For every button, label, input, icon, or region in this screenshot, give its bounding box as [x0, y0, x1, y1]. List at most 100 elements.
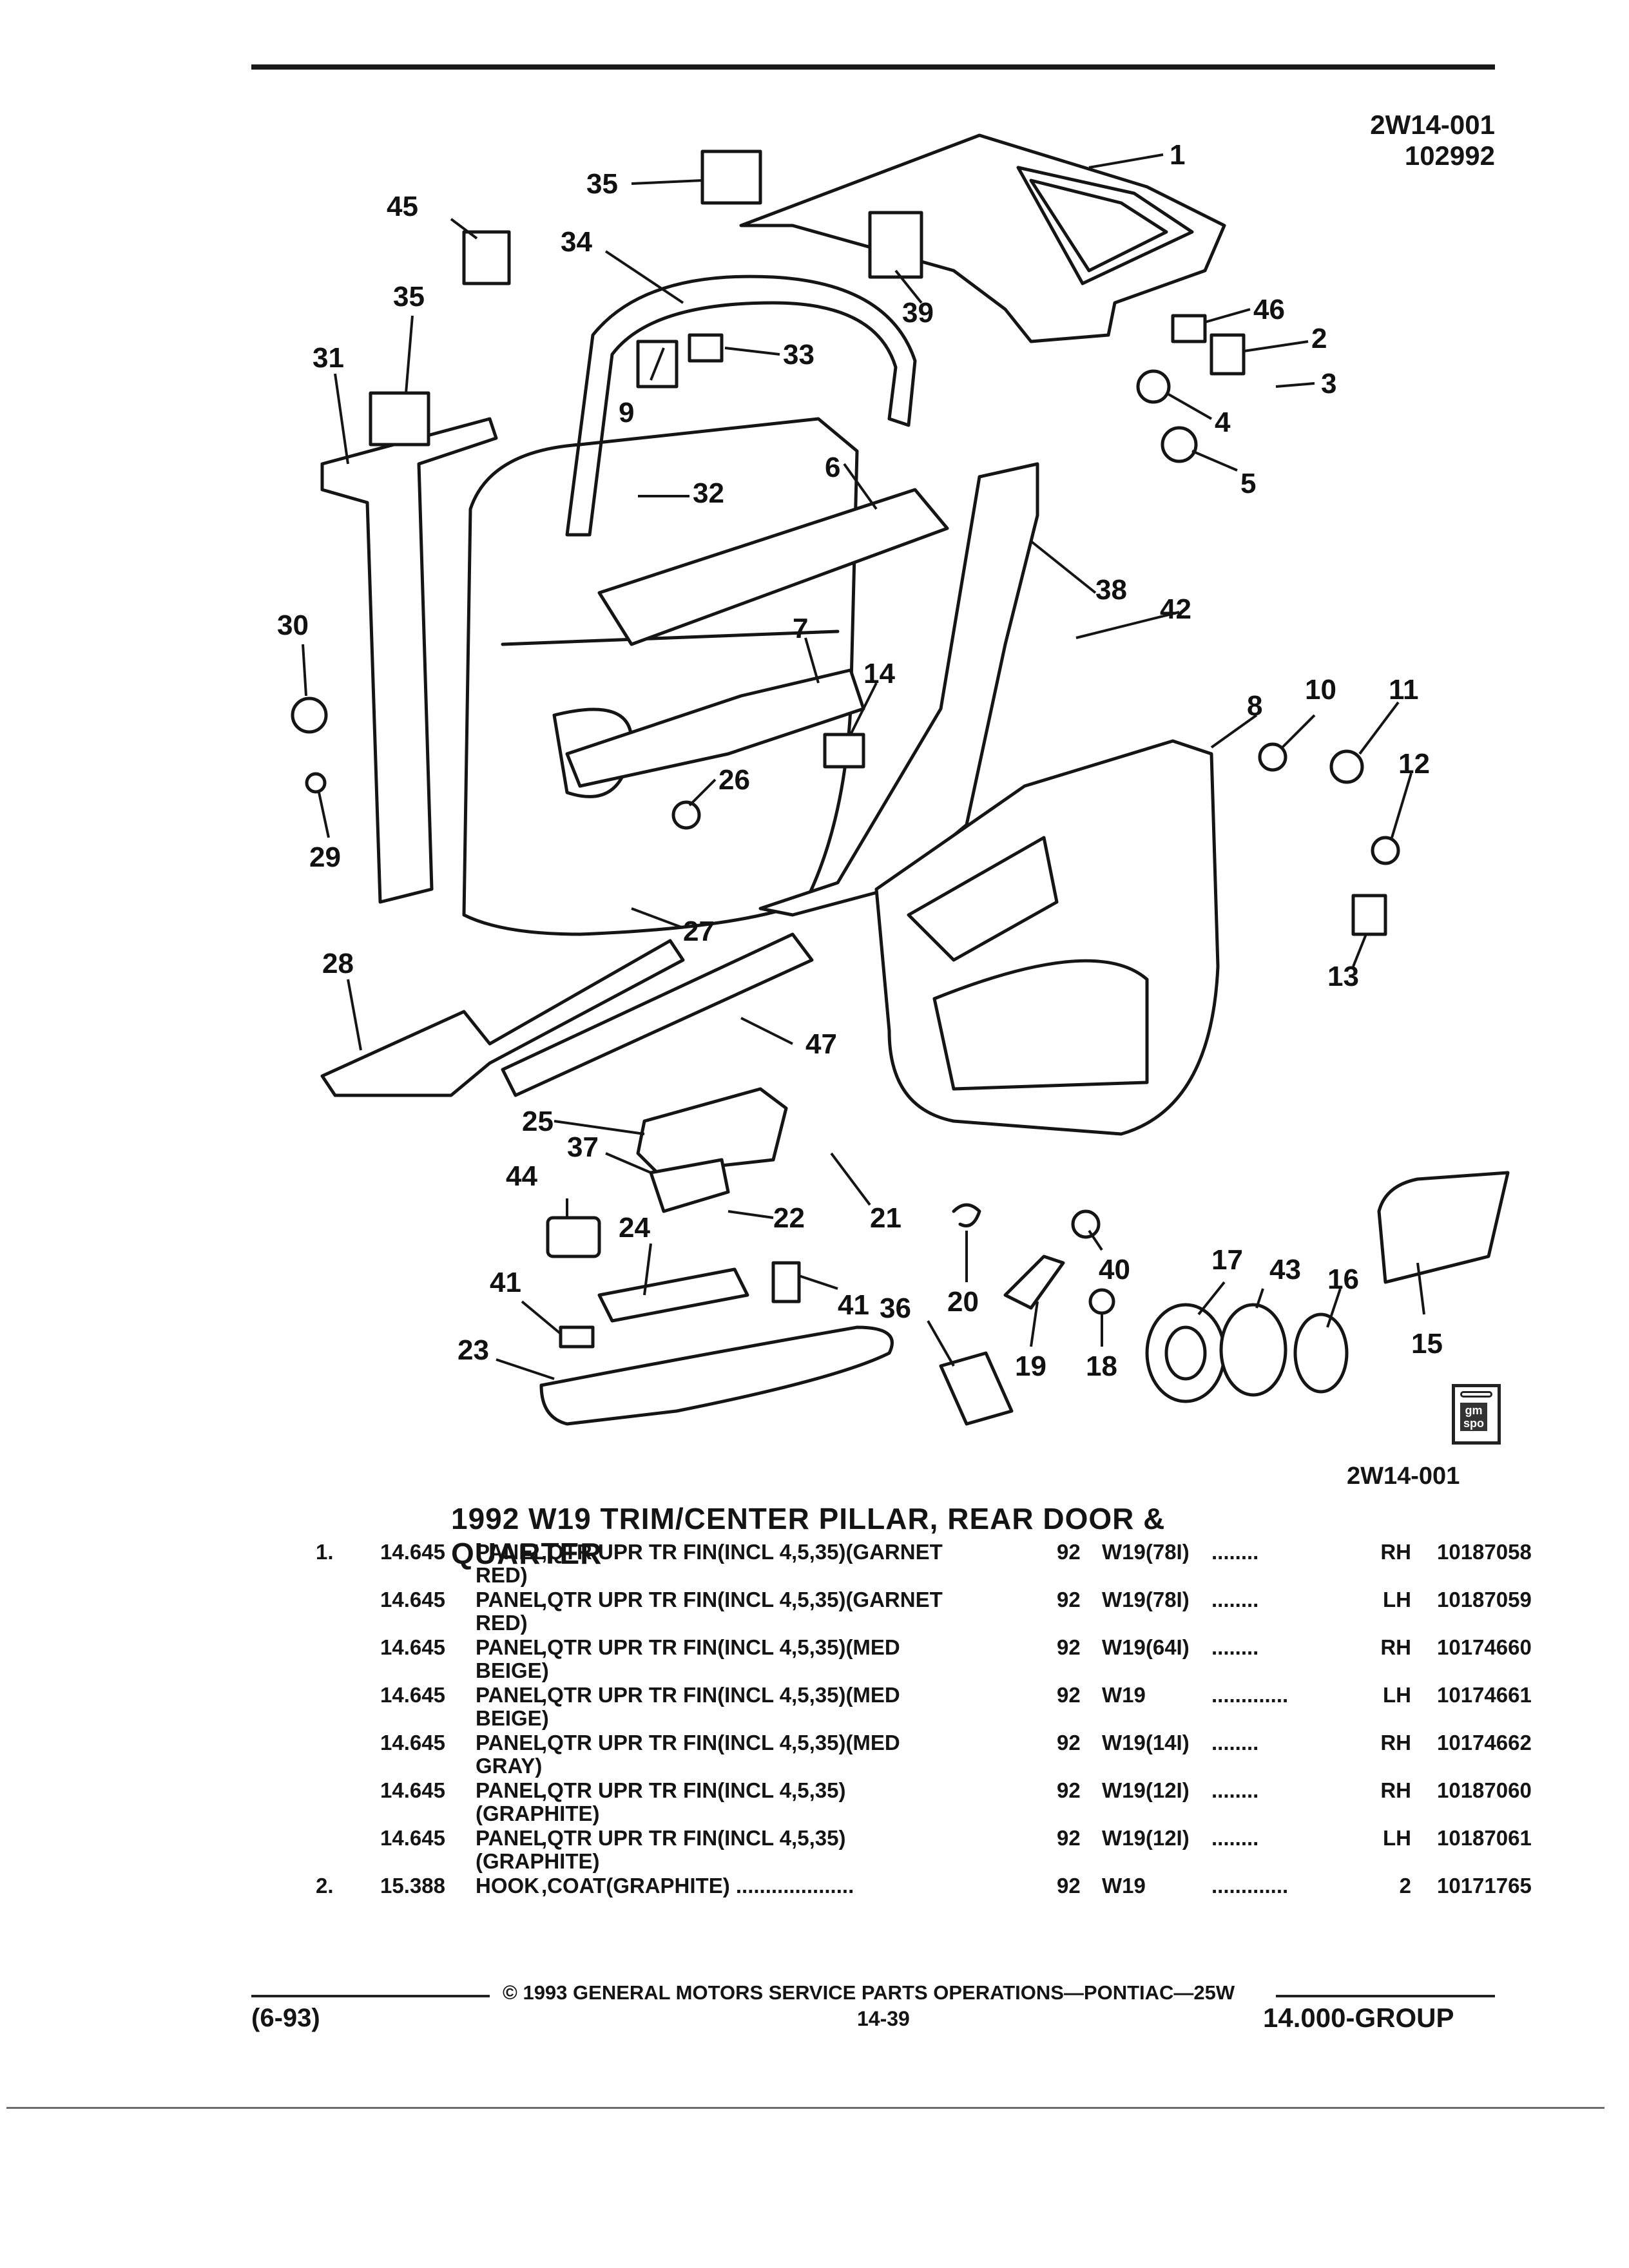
callout-13: 13	[1327, 961, 1359, 992]
part-description-cont: RED)	[476, 1611, 528, 1635]
leader-dots: .............	[1211, 1874, 1289, 1898]
callout-31: 31	[313, 342, 344, 374]
leader-dots: ........	[1211, 1588, 1259, 1611]
group-number: 14.645	[380, 1826, 445, 1850]
callout-9: 9	[619, 397, 634, 428]
parts-row: 14.645 PANEL ,QTR UPR TR FIN(INCL 4,5,35…	[303, 1683, 1532, 1731]
parts-row: 2. 15.388 HOOK ,COAT(GRAPHITE) .........…	[303, 1874, 1532, 1921]
part-fastener-26	[671, 800, 701, 830]
callout-4: 4	[1215, 407, 1231, 438]
callout-16: 16	[1327, 1264, 1359, 1295]
part-description-cont: RED)	[476, 1563, 528, 1587]
leader-dots: ........	[1211, 1635, 1259, 1659]
callout-41-left: 41	[490, 1267, 521, 1298]
item-number: 1.	[316, 1540, 334, 1564]
part-description: ,QTR UPR TR FIN(INCL 4,5,35)(MED	[541, 1731, 900, 1754]
part-description: ,QTR UPR TR FIN(INCL 4,5,35)(GARNET	[541, 1588, 943, 1611]
logo-text-1: gm	[1465, 1404, 1483, 1417]
part-name: PANEL	[476, 1683, 546, 1707]
copyright-line: © 1993 GENERAL MOTORS SERVICE PARTS OPER…	[503, 1981, 1235, 2004]
group-number: 14.645	[380, 1635, 445, 1659]
part-number: 10174662	[1437, 1731, 1532, 1754]
callout-37: 37	[567, 1131, 599, 1163]
part-number: 10187059	[1437, 1588, 1532, 1611]
part-number: 10187061	[1437, 1826, 1532, 1850]
model-year: 92	[1057, 1874, 1081, 1898]
part-hook-2	[1210, 333, 1246, 376]
leader-dots: ........	[1211, 1540, 1259, 1564]
callout-5: 5	[1240, 468, 1256, 499]
part-name: HOOK	[476, 1874, 539, 1898]
part-fastener-5	[1161, 426, 1198, 463]
scan-edge-rule	[6, 2107, 1605, 2109]
group-number: 14.645	[380, 1588, 445, 1611]
model-year: 92	[1057, 1826, 1081, 1850]
part-pull-cup	[636, 1087, 788, 1175]
callout-47: 47	[805, 1028, 837, 1060]
part-fastener-10	[1258, 742, 1287, 772]
part-clip-35b	[369, 391, 430, 447]
callout-1: 1	[1170, 139, 1185, 171]
model-code: W19(14I)	[1102, 1731, 1190, 1754]
quantity: RH	[1380, 1731, 1411, 1754]
callout-41-right: 41	[838, 1289, 869, 1321]
group-label: 14.000-GROUP	[1263, 2003, 1454, 2033]
callout-17: 17	[1211, 1244, 1243, 1276]
callout-28: 28	[322, 948, 354, 979]
diagram-code: 2W14-001	[1370, 110, 1495, 140]
part-description: ,QTR UPR TR FIN(INCL 4,5,35)(GARNET	[541, 1540, 943, 1564]
callout-46: 46	[1253, 294, 1285, 325]
group-number: 14.645	[380, 1778, 445, 1802]
callout-38: 38	[1095, 574, 1127, 606]
model-year: 92	[1057, 1683, 1081, 1707]
parts-row: 14.645 PANEL ,QTR UPR TR FIN(INCL 4,5,35…	[303, 1635, 1532, 1683]
group-number: 14.645	[380, 1731, 445, 1754]
callout-23: 23	[458, 1334, 489, 1366]
callout-32: 32	[693, 477, 724, 509]
part-name: PANEL	[476, 1826, 546, 1850]
part-number: 10174660	[1437, 1635, 1532, 1659]
callout-21: 21	[870, 1202, 901, 1234]
parts-list: 1. 14.645 PANEL ,QTR UPR TR FIN(INCL 4,5…	[303, 1540, 1532, 1921]
quantity: RH	[1380, 1540, 1411, 1564]
part-sill-plate	[320, 939, 685, 1097]
part-description-cont: (GRAPHITE)	[476, 1802, 600, 1825]
model-code: W19(12I)	[1102, 1778, 1190, 1802]
callout-40: 40	[1099, 1254, 1130, 1285]
diagram-number: 102992	[1404, 140, 1495, 171]
callout-19: 19	[1015, 1350, 1046, 1382]
part-lower-bracket	[565, 668, 865, 788]
part-number: 10171765	[1437, 1874, 1532, 1898]
callout-24: 24	[619, 1212, 650, 1244]
callout-3: 3	[1321, 368, 1336, 399]
callout-10: 10	[1305, 674, 1336, 706]
part-fastener-40	[1071, 1209, 1101, 1239]
model-year: 92	[1057, 1540, 1081, 1564]
gmspo-logo: gm spo	[1452, 1384, 1501, 1445]
callout-2: 2	[1311, 323, 1327, 354]
part-name: PANEL	[476, 1588, 546, 1611]
callout-15: 15	[1411, 1328, 1443, 1360]
quantity: LH	[1383, 1826, 1411, 1850]
parts-row: 14.645 PANEL ,QTR UPR TR FIN(INCL 4,5,35…	[303, 1826, 1532, 1874]
part-pad-15	[1377, 1171, 1510, 1284]
part-speaker	[1145, 1303, 1226, 1403]
parts-row: 1. 14.645 PANEL ,QTR UPR TR FIN(INCL 4,5…	[303, 1540, 1532, 1588]
callout-35-top: 35	[586, 168, 618, 200]
part-rear-pillar	[758, 462, 1039, 917]
part-switch-plate	[597, 1267, 749, 1323]
part-name: PANEL	[476, 1635, 546, 1659]
callout-labels: 1 2 3 4 5 6 7 8 9 10 11 12 13 14 15 16 1…	[277, 139, 1443, 1382]
callout-26: 26	[718, 764, 750, 796]
part-bezel-36	[939, 1351, 1014, 1426]
callout-29: 29	[309, 841, 341, 873]
quantity: LH	[1383, 1588, 1411, 1611]
part-fastener-12	[1371, 836, 1400, 865]
diagram-code-bottom: 2W14-001	[1347, 1463, 1460, 1490]
part-name: PANEL	[476, 1731, 546, 1754]
part-fastener-11	[1329, 749, 1364, 784]
section-title: 1992 W19 TRIM/CENTER PILLAR, REAR DOOR &…	[451, 1502, 1166, 1570]
part-description: ,QTR UPR TR FIN(INCL 4,5,35)(MED	[541, 1683, 900, 1707]
top-rule	[251, 64, 1495, 70]
model-year: 92	[1057, 1778, 1081, 1802]
